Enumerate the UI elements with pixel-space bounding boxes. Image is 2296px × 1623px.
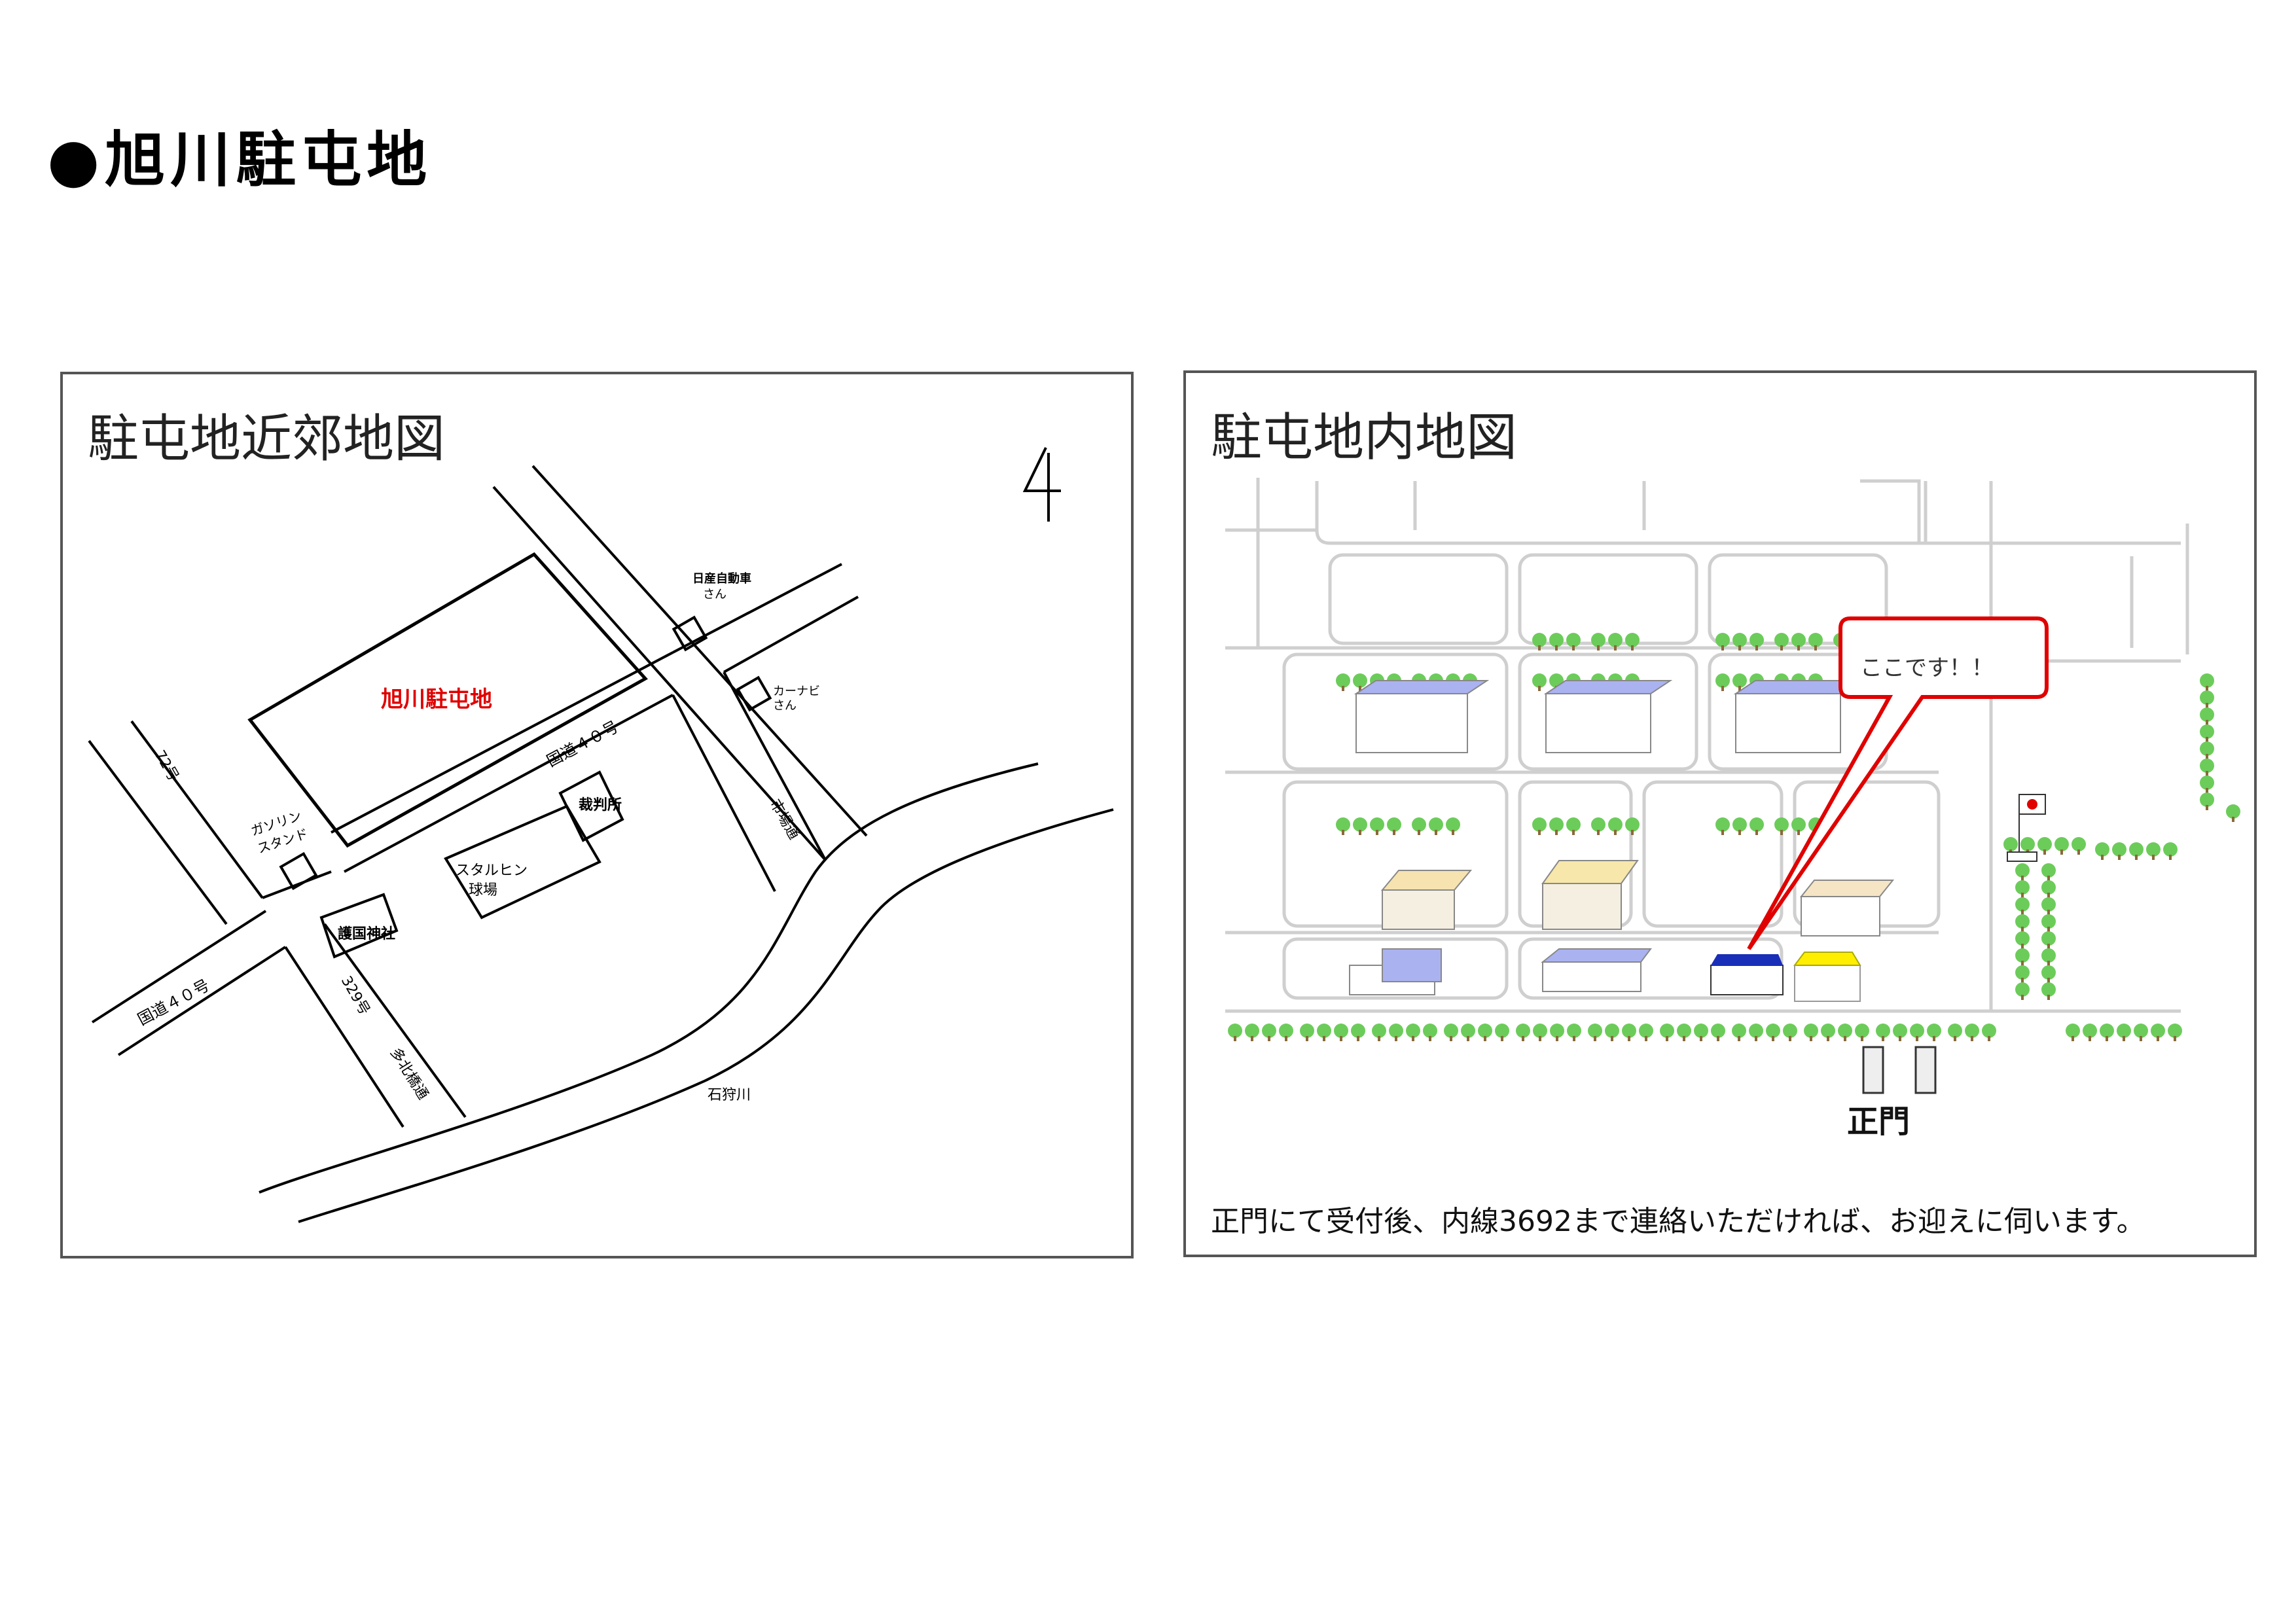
river-label: 石狩川 <box>708 1087 751 1103</box>
base-map-note: 正門にて受付後、内線3692まで連絡いただければ、お迎えに伺います。 <box>1211 1205 2145 1238</box>
north-arrow-icon <box>1022 447 1061 522</box>
right-shop-label-2: さん <box>773 699 797 713</box>
page-title: ●旭川駐屯地 <box>47 125 433 195</box>
stadium-label-2: 球場 <box>469 882 497 899</box>
stadium-label: スタルヒン <box>456 863 528 879</box>
shrine-label: 護国神社 <box>338 925 395 942</box>
courthouse-label: 裁判所 <box>579 796 622 813</box>
base-label: 旭川駐屯地 <box>381 687 492 713</box>
upper-shop-label-2: さん <box>703 588 726 601</box>
main-gate-label: 正門 <box>1847 1103 1910 1140</box>
nearby-map: 旭川駐屯地 ガソリン スタンド 国道４０号 国道４０号 72号 329号 市場通… <box>88 447 1114 1223</box>
callout-bubble <box>1747 616 2049 950</box>
target-building-icon <box>1710 954 1784 995</box>
right-shop-label: カーナビ <box>773 685 820 698</box>
base-map-title: 駐屯地内地図 <box>1211 408 1518 467</box>
main-gate-icon <box>1862 1046 1937 1094</box>
tahoku-road-label: 多北橋通 <box>387 1045 431 1103</box>
route-72-label: 72号 <box>151 748 182 785</box>
base-map: ここです！！ 正門 <box>1225 478 2240 1140</box>
market-road-label: 市場通 <box>766 797 802 843</box>
upper-shop-label: 日産自動車 <box>692 571 751 586</box>
route-329-label: 329号 <box>338 974 373 1018</box>
nearby-map-panel: 駐屯地近郊地図 <box>60 372 1134 1258</box>
flag-icon <box>2007 794 2046 862</box>
base-map-panel: 駐屯地内地図 <box>1183 370 2257 1257</box>
route-40-upper-label: 国道４０号 <box>544 717 622 770</box>
callout-text: ここです！！ <box>1860 655 1994 681</box>
nearby-map-title: 駐屯地近郊地図 <box>88 410 446 469</box>
